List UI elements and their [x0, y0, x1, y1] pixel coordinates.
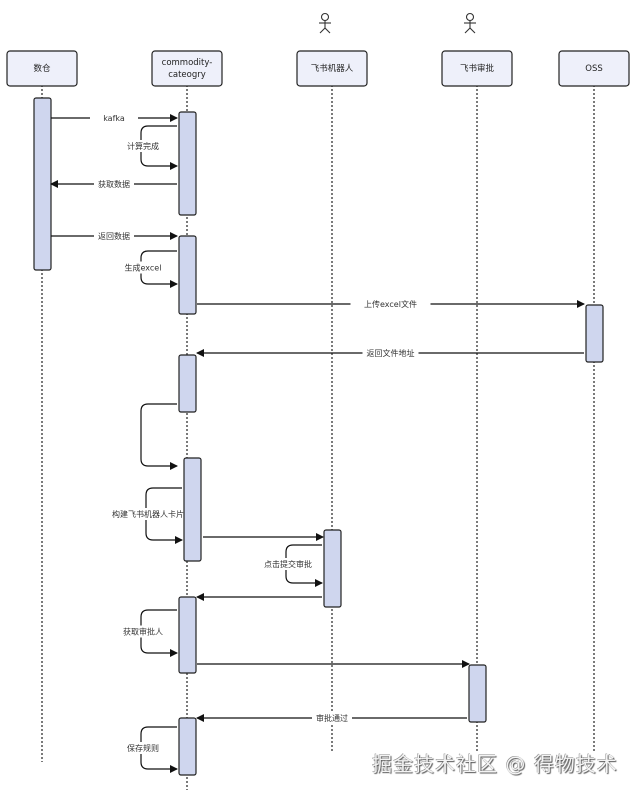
label-bg [312, 712, 352, 724]
participant-box [296, 50, 368, 87]
label-bg [94, 178, 134, 190]
message-label: 返回数据 [98, 231, 130, 241]
participant-warehouse: 数仓 [6, 50, 78, 87]
participant-label: 飞书机器人 [311, 63, 354, 74]
activation-bar [183, 457, 202, 562]
label-bg [124, 625, 162, 638]
activation-bar [178, 354, 197, 413]
message-label: 保存规则 [127, 743, 159, 753]
label-bg [128, 742, 158, 754]
participant-label: commodity- [162, 58, 213, 68]
self-message-arrow [140, 403, 178, 470]
message-label: 构建飞书机器人卡片 [112, 509, 184, 519]
participant-box [151, 50, 223, 87]
label-bg [94, 230, 134, 242]
message-0: kafka [51, 112, 178, 124]
message-8: 构建飞书机器人卡片 [112, 487, 184, 544]
participant-approval: 飞书审批 [441, 12, 513, 87]
label-bg [265, 558, 311, 570]
message-6: 返回文件地址 [196, 347, 584, 359]
participant-box [441, 50, 513, 87]
activation-bar [585, 304, 604, 363]
message-label: 返回文件地址 [367, 348, 415, 358]
label-bg [90, 112, 138, 124]
participant-label: 数仓 [33, 63, 51, 74]
activation-bar [178, 717, 197, 776]
message-7 [140, 403, 178, 470]
activation-bar [323, 529, 342, 608]
participant-label: cateogry [168, 70, 206, 80]
message-label: kafka [103, 114, 125, 123]
label-bg [362, 347, 419, 359]
message-3: 返回数据 [51, 230, 178, 242]
activation-bar [178, 111, 197, 216]
message-label: 生成excel [125, 263, 162, 273]
message-10: 点击提交审批 [264, 544, 323, 587]
actor-icon [464, 12, 476, 34]
message-14: 审批通过 [196, 712, 467, 724]
activation-bar [33, 97, 52, 271]
message-label: 获取数据 [98, 179, 130, 189]
message-label: 点击提交审批 [264, 559, 312, 569]
participant-oss: OSS [558, 50, 630, 87]
participant-label: 飞书审批 [460, 63, 495, 74]
message-12: 获取审批人 [123, 609, 178, 657]
message-2: 获取数据 [50, 178, 177, 190]
message-label: 审批通过 [316, 713, 348, 723]
participant-box [558, 50, 630, 87]
message-label: 上传excel文件 [364, 299, 417, 309]
watermark: 掘金技术社区 @ 得物技术 [372, 752, 618, 776]
activation-bar [178, 235, 197, 315]
message-label: 获取审批人 [123, 627, 163, 637]
message-4: 生成excel [116, 250, 178, 288]
label-bg [128, 140, 158, 152]
message-15: 保存规则 [127, 726, 178, 773]
participant-label: OSS [585, 64, 602, 74]
participant-box [6, 50, 78, 87]
message-label: 计算完成 [127, 141, 159, 151]
participant-commodity: commodity-cateogry [151, 50, 223, 87]
label-bg [350, 298, 431, 310]
label-bg [114, 508, 182, 520]
actor-icon [319, 12, 331, 34]
participant-robot: 飞书机器人 [296, 12, 368, 87]
message-1: 计算完成 [127, 125, 178, 170]
message-5: 上传excel文件 [197, 298, 585, 310]
activation-bar [178, 596, 197, 674]
label-bg [116, 261, 170, 274]
activation-bar [468, 664, 487, 723]
